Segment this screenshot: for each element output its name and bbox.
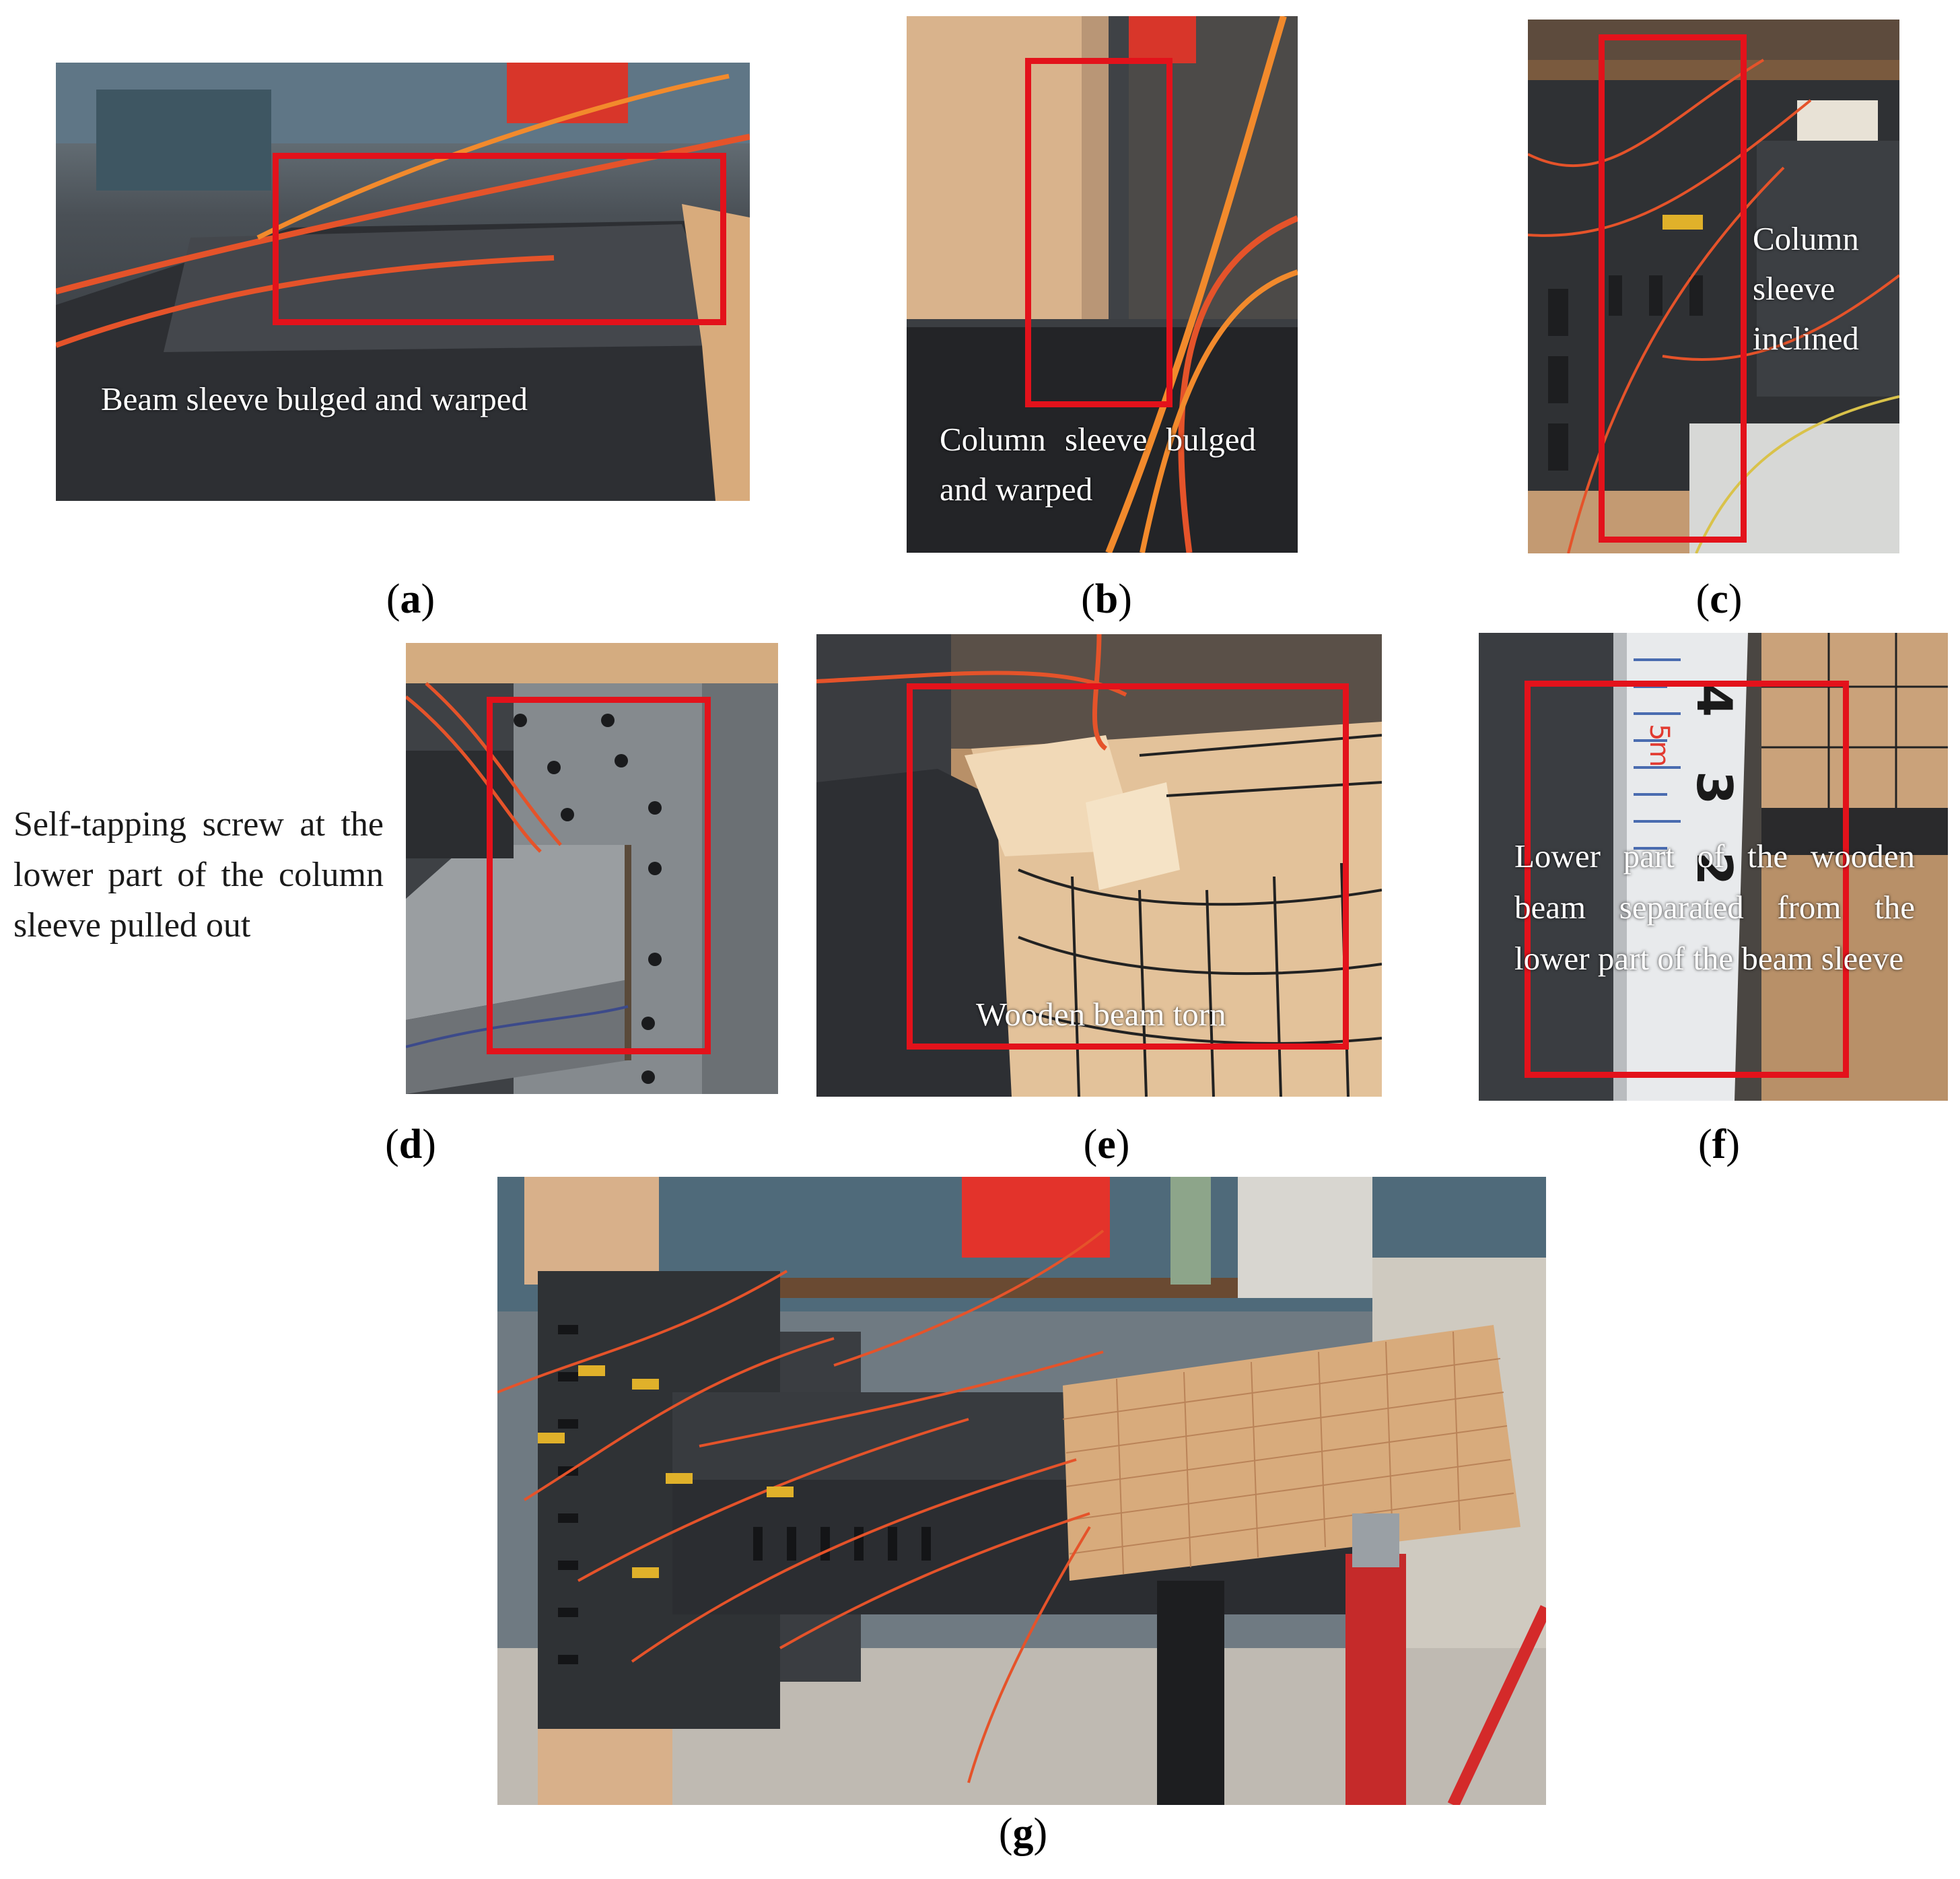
caption-a: Beam sleeve bulged and warped <box>101 380 528 417</box>
caption-f: Lower part of the wooden beam separated … <box>1514 838 1915 977</box>
label-e: (e) <box>1083 1122 1130 1167</box>
label-d: (d) <box>385 1122 436 1167</box>
tape-mark-label: 5m <box>1644 724 1675 767</box>
photo-f: 4 3 2 5m <box>1479 633 1948 1101</box>
caption-c: Column sleeve inclined <box>1753 220 1859 357</box>
photo-e <box>816 634 1382 1097</box>
highlight-box-e <box>907 683 1349 1050</box>
photo-a <box>56 63 750 501</box>
label-f: (f) <box>1698 1122 1740 1167</box>
caption-d: Self-tapping screw at the lower part of … <box>13 805 384 945</box>
caption-b: Column sleeve bulged and warped <box>940 421 1256 508</box>
highlight-box-c <box>1599 34 1747 543</box>
highlight-box-d <box>487 697 711 1054</box>
label-b: (b) <box>1081 576 1132 622</box>
svg-text:2: 2 <box>1686 852 1743 885</box>
highlight-box-a <box>273 153 726 325</box>
photo-d <box>406 643 778 1094</box>
highlight-box-f <box>1525 681 1849 1078</box>
svg-text:4: 4 <box>1686 683 1743 717</box>
label-c: (c) <box>1695 576 1743 622</box>
photo-b <box>907 16 1298 553</box>
photo-c <box>1528 20 1899 553</box>
photo-g <box>497 1177 1546 1805</box>
highlight-box-b <box>1025 58 1172 407</box>
caption-e: Wooden beam torn <box>976 996 1226 1033</box>
svg-text:3: 3 <box>1686 771 1743 805</box>
label-a: (a) <box>386 576 435 622</box>
label-g: (g) <box>998 1810 1048 1856</box>
